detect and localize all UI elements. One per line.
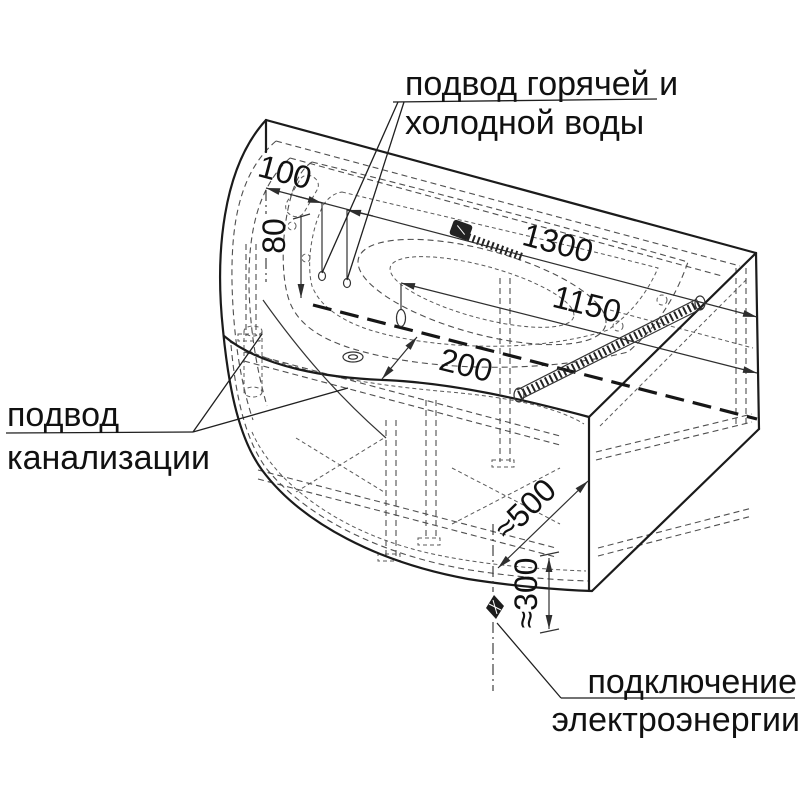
sewage-leader: [192, 333, 263, 433]
apron-fold-curve: [262, 299, 387, 439]
overflow-hole: [395, 308, 407, 328]
fittings: [317, 270, 504, 691]
dim-text-300: ≈300: [508, 558, 544, 629]
dim-arrow-100: [295, 195, 323, 204]
grab-rail-cap: [513, 387, 525, 403]
water-supply-label-line2: холодной воды: [405, 104, 644, 142]
frame-rail: [257, 469, 557, 549]
water-leader: [321, 101, 399, 274]
water-leader: [346, 101, 405, 281]
dim-arrow-100: [346, 209, 374, 217]
sewage-label-line2: канализации: [7, 439, 210, 477]
grab-rail-icon: [466, 233, 524, 261]
dim-line-1150: [400, 282, 758, 374]
dimensions: [265, 187, 758, 634]
left-wall-arc: [248, 157, 291, 407]
labels: подвод горячей и холодной воды подвод ка…: [7, 65, 800, 739]
sewage-leader: [192, 387, 349, 433]
right-vertical-edge: [754, 251, 761, 431]
dim-text-100: 100: [255, 148, 316, 197]
frame-rail: [243, 351, 561, 437]
outlet-detail: [492, 599, 498, 615]
rim-underside-front: [229, 341, 585, 425]
right-rim-edge: [587, 251, 758, 419]
frame-leg: [377, 420, 401, 562]
rim-band-line: [289, 157, 723, 277]
water-supply-label-line1: подвод горячей и: [405, 65, 678, 103]
jet-nozzle: [301, 253, 311, 263]
frame-rail: [597, 507, 753, 549]
frame-rail: [243, 360, 561, 446]
jet-nozzle: [656, 294, 668, 306]
apron-curve: [230, 344, 589, 582]
drain-hole-inner: [347, 354, 359, 360]
right-bottom-edge: [590, 427, 761, 593]
left-wall-arc: [231, 140, 277, 421]
frame-rail: [257, 478, 557, 558]
rim-band-line: [275, 140, 741, 267]
tub-centerline: [312, 303, 758, 421]
frame-rail: [595, 413, 753, 453]
frame-brace: [451, 467, 561, 525]
front-rim-curve: [222, 334, 591, 419]
frame-leg: [237, 244, 261, 342]
sewage-label-line1: подвод: [7, 396, 119, 434]
dim-line-1300: [265, 187, 758, 318]
power-leader: [496, 622, 562, 699]
dim-text-80: 80: [256, 218, 292, 254]
sewage-label-underline: [5, 431, 194, 434]
dim-line-500: [497, 480, 589, 569]
bathtub-outline: [219, 118, 761, 593]
power-label-line1: подключение: [587, 663, 797, 701]
dim-text-500: ≈500: [487, 471, 563, 546]
left-silhouette-floor-curve: [219, 118, 594, 593]
dim-tick: [539, 628, 560, 634]
dim-text-1150: 1150: [549, 278, 624, 330]
frame-rail: [597, 515, 753, 557]
drain-siphon: [243, 325, 263, 398]
frame-leg: [735, 268, 747, 424]
frame-rail: [595, 421, 753, 461]
drain-hole: [342, 351, 364, 363]
dim-line-200: [381, 336, 418, 380]
leader-lines: [5, 98, 795, 699]
water-label-underline: [392, 98, 658, 103]
frame-brace: [295, 437, 385, 493]
frame-leg: [417, 400, 441, 546]
power-label-line2: электроэнергии: [552, 701, 800, 739]
